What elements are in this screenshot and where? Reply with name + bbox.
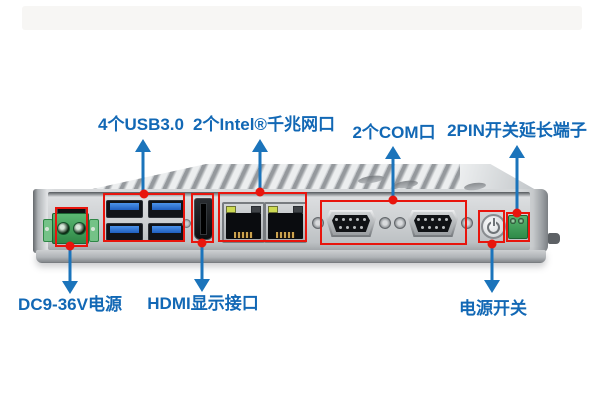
usb-highlight-box bbox=[103, 193, 185, 242]
pin2-callout-dot bbox=[512, 208, 522, 218]
link-led bbox=[226, 206, 236, 213]
hdmi-highlight-box bbox=[191, 193, 214, 243]
terminal-pin-hole bbox=[57, 222, 70, 235]
pin2-arrow-up-icon bbox=[509, 145, 525, 158]
hdmi-callout-label: HDMI显示接口 bbox=[147, 294, 259, 313]
side-lug bbox=[548, 233, 560, 244]
power-icon-bar bbox=[493, 218, 495, 226]
backdrop-band bbox=[22, 6, 582, 30]
screw bbox=[91, 227, 95, 231]
pin2-callout-line bbox=[515, 157, 519, 214]
screw-standoff bbox=[379, 217, 391, 229]
usb-tongue bbox=[110, 203, 139, 210]
com-arrow-up-icon bbox=[385, 146, 401, 159]
com-port-1 bbox=[326, 210, 376, 237]
usb-tongue bbox=[152, 226, 181, 233]
com-highlight-box bbox=[320, 200, 467, 245]
screw bbox=[45, 227, 49, 231]
screw-standoff bbox=[394, 217, 406, 229]
terminal-screw bbox=[518, 218, 524, 224]
hdmi-callout-dot bbox=[197, 238, 207, 248]
screw-standoff bbox=[461, 217, 473, 229]
usb-callout-label: 4个USB3.0 bbox=[98, 115, 184, 134]
power-callout-label: 电源开关 bbox=[459, 299, 527, 318]
lan-callout-dot bbox=[255, 187, 265, 197]
terminal-pin-hole bbox=[73, 222, 86, 235]
power-highlight-box bbox=[478, 210, 505, 243]
rj45-pins bbox=[233, 232, 254, 238]
dc-arrow-down-icon bbox=[62, 281, 78, 294]
dc-callout-line bbox=[68, 246, 72, 282]
power-button bbox=[481, 214, 506, 239]
usb-port-2 bbox=[148, 200, 185, 218]
activity-led bbox=[293, 206, 303, 213]
dc-callout-label: DC9-36V电源 bbox=[18, 295, 122, 314]
usb-tongue bbox=[152, 203, 181, 210]
com-port-2 bbox=[408, 210, 458, 237]
lan-highlight-box bbox=[218, 192, 307, 242]
lan-port-2 bbox=[264, 202, 307, 243]
com-callout-line bbox=[391, 158, 395, 201]
link-led bbox=[268, 206, 278, 213]
dc-callout-dot bbox=[65, 241, 75, 251]
lan-callout-line bbox=[258, 151, 262, 193]
rj45-pins bbox=[275, 232, 296, 238]
terminal-screw bbox=[510, 218, 516, 224]
com-callout-dot bbox=[388, 195, 398, 205]
usb-arrow-up-icon bbox=[135, 139, 151, 152]
com-callout-label: 2个COM口 bbox=[352, 123, 436, 142]
hdmi-callout-line bbox=[200, 243, 204, 280]
lan-arrow-up-icon bbox=[252, 139, 268, 152]
screw bbox=[182, 219, 191, 228]
power-callout-line bbox=[490, 244, 494, 281]
usb-tongue bbox=[110, 226, 139, 233]
lan-callout-label: 2个Intel®千兆网口 bbox=[193, 115, 335, 134]
usb-port-1 bbox=[106, 200, 143, 218]
hdmi-slot bbox=[200, 203, 207, 235]
hdmi-arrow-down-icon bbox=[194, 279, 210, 292]
usb-callout-dot bbox=[139, 189, 149, 199]
power-callout-dot bbox=[487, 239, 497, 249]
activity-led bbox=[251, 206, 261, 213]
power-arrow-down-icon bbox=[484, 280, 500, 293]
pin2-callout-label: 2PIN开关延长端子 bbox=[447, 121, 587, 140]
chassis-bottom-edge bbox=[36, 250, 546, 263]
lan-port-1 bbox=[222, 202, 265, 243]
usb-port-3 bbox=[106, 223, 143, 241]
usb-callout-line bbox=[141, 151, 145, 195]
